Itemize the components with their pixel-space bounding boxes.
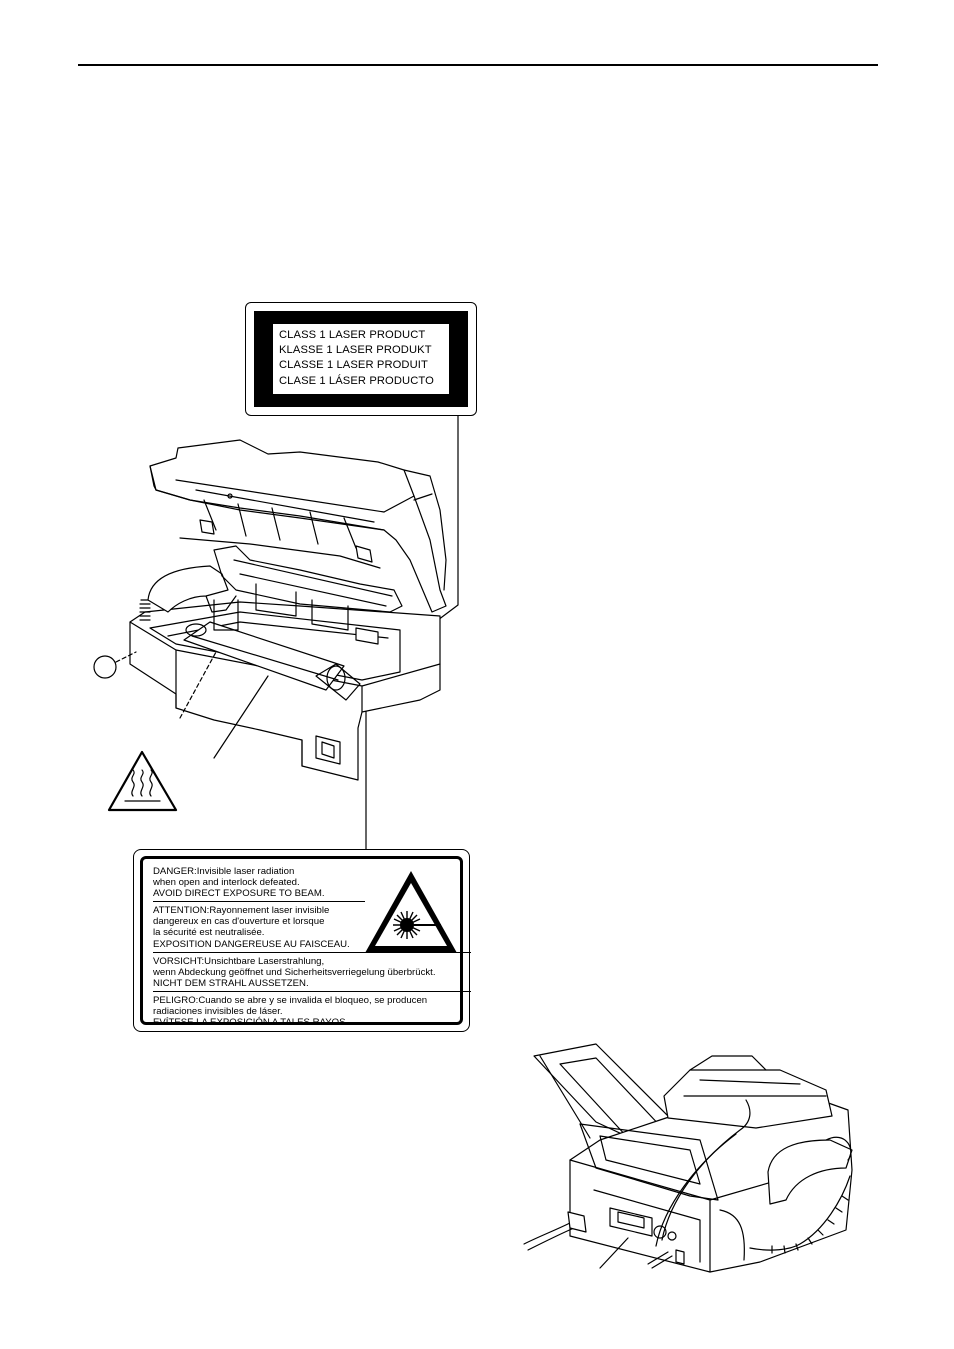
divider [153, 951, 471, 953]
laser-danger-label-border: DANGER:Invisible laser radiation when op… [140, 856, 471, 1028]
hot-surface-warning-icon [107, 750, 178, 812]
class-1-laser-label: CLASS 1 LASER PRODUCT KLASSE 1 LASER PRO… [245, 302, 477, 416]
danger-block-de: VORSICHT:Unsichtbare Laserstrahlung, wen… [153, 956, 471, 989]
laser-danger-label-text: DANGER:Invisible laser radiation when op… [153, 866, 471, 1028]
danger-line: AVOID DIRECT EXPOSURE TO BEAM. [153, 888, 325, 900]
vorsicht-line: wenn Abdeckung geöffnet und Sicherheitsv… [153, 966, 436, 978]
fax-machine-rear-illustration [523, 1043, 853, 1273]
class-label-line: CLASSE 1 LASER PRODUIT [279, 359, 428, 372]
drum-leader-line [213, 675, 269, 759]
drum-leader-dashed [179, 651, 217, 719]
peligro-line: radiaciones invisibles de láser. [153, 1006, 283, 1018]
peligro-line: EVÍTESE LA EXPOSICIÓN A TALES RAYOS. [153, 1017, 349, 1029]
vorsicht-line: VORSICHT:Unsichtbare Laserstrahlung, [153, 955, 325, 967]
class-label-leader-line [437, 415, 459, 621]
top-rule [78, 64, 878, 66]
vorsicht-line: NICHT DEM STRAHL AUSSETZEN. [153, 977, 309, 989]
callout-circle [93, 655, 117, 679]
peligro-line: PELIGRO:Cuando se abre y se invalida el … [153, 994, 428, 1006]
divider [153, 901, 365, 903]
divider [153, 990, 471, 992]
fax-machine-open-illustration [129, 439, 447, 781]
danger-line: when open and interlock defeated. [153, 877, 300, 889]
laser-warning-icon [365, 871, 457, 953]
class-label-line: KLASSE 1 LASER PRODUKT [279, 344, 432, 357]
class-1-laser-label-text: CLASS 1 LASER PRODUCT KLASSE 1 LASER PRO… [273, 324, 449, 394]
class-label-line: CLASE 1 LÁSER PRODUCTO [279, 374, 434, 387]
danger-block-es: PELIGRO:Cuando se abre y se invalida el … [153, 995, 471, 1028]
danger-block-fr: ATTENTION:Rayonnement laser invisible da… [153, 905, 471, 949]
danger-line: DANGER:Invisible laser radiation [153, 866, 295, 877]
rear-callout-leader-line [599, 1237, 629, 1269]
laser-danger-label: DANGER:Invisible laser radiation when op… [133, 849, 471, 1032]
attention-line: la sécurité est neutralisée. [153, 927, 265, 939]
danger-block-en: DANGER:Invisible laser radiation when op… [153, 866, 471, 899]
attention-line: EXPOSITION DANGEREUSE AU FAISCEAU. [153, 938, 350, 950]
callout-leader-dashed [115, 651, 137, 663]
attention-line: dangereux en cas d'ouverture et lorsque [153, 916, 325, 928]
attention-line: ATTENTION:Rayonnement laser invisible [153, 905, 330, 917]
class-1-laser-label-border: CLASS 1 LASER PRODUCT KLASSE 1 LASER PRO… [254, 311, 468, 407]
class-label-line: CLASS 1 LASER PRODUCT [279, 329, 426, 341]
